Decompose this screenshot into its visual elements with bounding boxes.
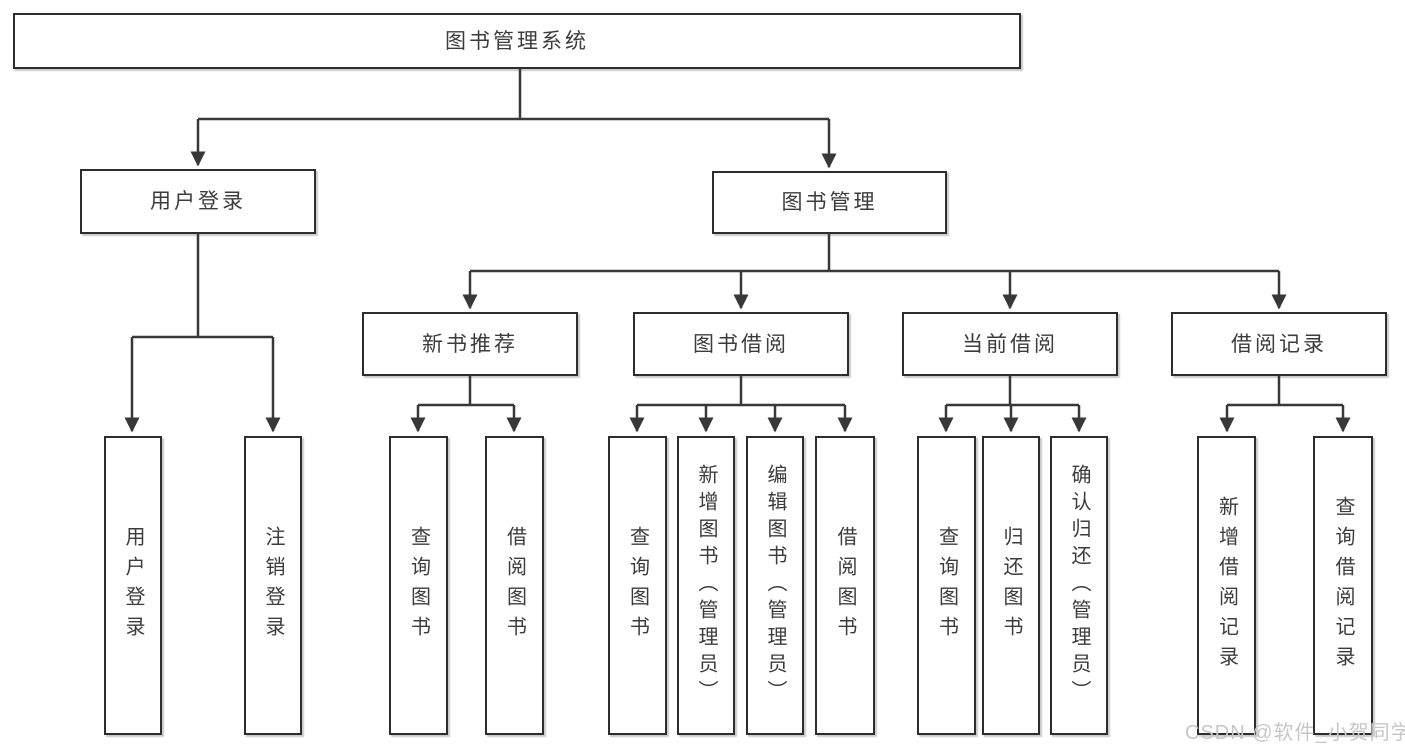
leaf-user-login: 用户登录: [104, 436, 162, 735]
leaf-query-borrow-record: 查询借阅记录: [1313, 436, 1373, 735]
leaf-confirm-return-admin: 确认归还（管理员）: [1050, 436, 1108, 735]
leaf-add-books-admin: 新增图书（管理员）: [677, 436, 735, 735]
node-current-borrow: 当前借阅: [902, 312, 1118, 376]
node-user-login: 用户登录: [80, 169, 316, 234]
leaf-edit-books-admin: 编辑图书（管理员）: [746, 436, 804, 735]
leaf-borrow-books-recommend: 借阅图书: [485, 436, 544, 735]
leaf-borrow-books: 借阅图书: [815, 436, 875, 735]
leaf-query-books-current: 查询图书: [917, 436, 976, 735]
node-root: 图书管理系统: [13, 13, 1021, 69]
leaf-query-books-borrow: 查询图书: [608, 436, 667, 735]
node-book-borrow: 图书借阅: [633, 312, 849, 376]
leaf-logout-login: 注销登录: [244, 436, 302, 735]
node-new-book-recommend: 新书推荐: [362, 312, 578, 376]
leaf-query-books-recommend: 查询图书: [389, 436, 448, 735]
node-borrow-records: 借阅记录: [1171, 312, 1387, 376]
leaf-return-books: 归还图书: [982, 436, 1040, 735]
csdn-watermark: CSDN @软件_小贺同学: [1185, 722, 1405, 744]
leaf-add-borrow-record: 新增借阅记录: [1197, 436, 1256, 735]
node-book-management: 图书管理: [712, 171, 947, 234]
